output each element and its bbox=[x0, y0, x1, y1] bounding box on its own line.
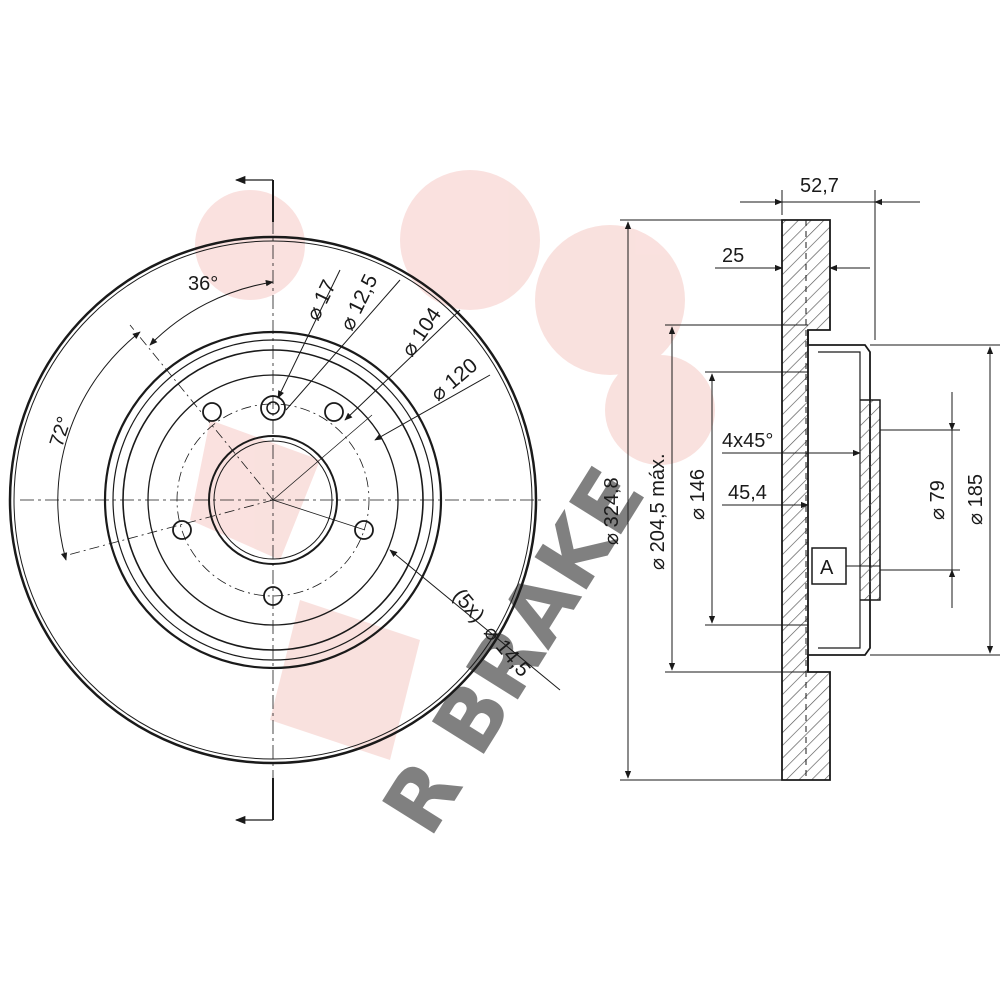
bolt-hole bbox=[354, 520, 374, 540]
side-view bbox=[620, 190, 1000, 781]
side-view-labels: 52,7 25 ⌀ 324,8 ⌀ 204,5 máx. ⌀ 146 4x45°… bbox=[601, 175, 987, 579]
dim-label-45-4: 45,4 bbox=[728, 482, 767, 504]
dim-label-12-5: ⌀ 12,5 bbox=[336, 271, 383, 334]
dim-label-185: ⌀ 185 bbox=[965, 474, 987, 525]
watermark-circles bbox=[190, 170, 715, 760]
angle-label-72: 72° bbox=[46, 414, 76, 450]
dim-label-25: 25 bbox=[722, 245, 744, 267]
angle-arc-72 bbox=[57, 331, 141, 561]
bolt-hole bbox=[172, 520, 192, 540]
leader-bolt-hole bbox=[389, 549, 561, 691]
hat-bore-step bbox=[860, 399, 881, 601]
leader-120 bbox=[374, 374, 491, 441]
dim-label-146: ⌀ 146 bbox=[687, 469, 709, 520]
hat-inner-wall bbox=[818, 351, 861, 649]
threaded-hole-outer bbox=[260, 395, 286, 421]
bolt-hole bbox=[202, 402, 222, 422]
front-view bbox=[8, 175, 561, 825]
leader-104 bbox=[344, 309, 461, 421]
radial-line-bolt bbox=[272, 499, 366, 531]
dim-label-104: ⌀ 104 bbox=[397, 303, 446, 360]
leader-17 bbox=[277, 269, 341, 399]
dim-label-120: ⌀ 120 bbox=[426, 354, 482, 406]
datum-label: A bbox=[820, 557, 834, 579]
threaded-hole-inner bbox=[266, 401, 280, 415]
leader-12-5 bbox=[285, 279, 401, 411]
dim-label-204-5: ⌀ 204,5 máx. bbox=[647, 453, 669, 570]
dim-label-chamfer: 4x45° bbox=[722, 430, 773, 452]
dim-label-79: ⌀ 79 bbox=[927, 480, 949, 520]
radial-line-pcd bbox=[272, 414, 373, 501]
bolt-holes bbox=[172, 402, 374, 606]
watermark-logo: R BRAKE bbox=[190, 170, 715, 851]
radial-line-36 bbox=[129, 324, 274, 501]
side-dimension-lines bbox=[620, 190, 1000, 781]
bolt-hole bbox=[263, 586, 283, 606]
dim-label-52-7: 52,7 bbox=[800, 175, 839, 197]
dim-label-17: ⌀ 17 bbox=[302, 277, 341, 325]
angle-label-36: 36° bbox=[188, 273, 218, 295]
bolt-hole bbox=[324, 402, 344, 422]
angle-arc-36 bbox=[149, 279, 274, 346]
dim-label-324-8: ⌀ 324,8 bbox=[601, 477, 623, 545]
